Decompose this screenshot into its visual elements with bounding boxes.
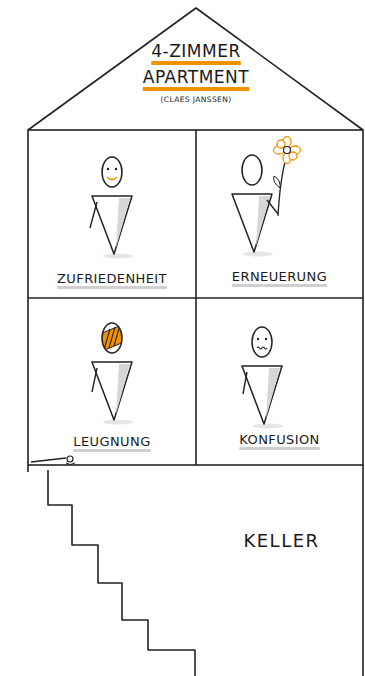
house-outline	[28, 130, 363, 465]
stairs	[48, 470, 195, 676]
room-label: ERNEUERUNG	[232, 269, 327, 284]
cellar-wall	[362, 465, 364, 676]
room-divider	[28, 297, 363, 299]
room-label: LEUGNUNG	[73, 434, 150, 449]
room-box: ZUFRIEDENHEIT	[28, 130, 196, 298]
diagram-title: 4-ZIMMER APARTMENT	[126, 38, 266, 90]
cellar-box: KELLER	[28, 465, 363, 676]
room-label: KONFUSION	[239, 432, 319, 447]
content-figure	[90, 157, 133, 259]
cellar-label: KELLER	[200, 530, 363, 551]
room-box: ERNEUERUNG	[196, 130, 363, 298]
cellar-wall	[27, 465, 29, 472]
confusion-figure	[242, 327, 283, 429]
room-box: LEUGNUNG	[28, 298, 196, 465]
roof-outline	[28, 8, 363, 130]
trapdoor-symbol	[31, 456, 75, 465]
author-label: (CLAES JANSSEN)	[136, 95, 256, 104]
renewal-figure	[232, 137, 301, 257]
denial-figure	[92, 323, 133, 425]
room-label: ZUFRIEDENHEIT	[57, 271, 167, 286]
room-box: KONFUSION	[196, 298, 363, 465]
